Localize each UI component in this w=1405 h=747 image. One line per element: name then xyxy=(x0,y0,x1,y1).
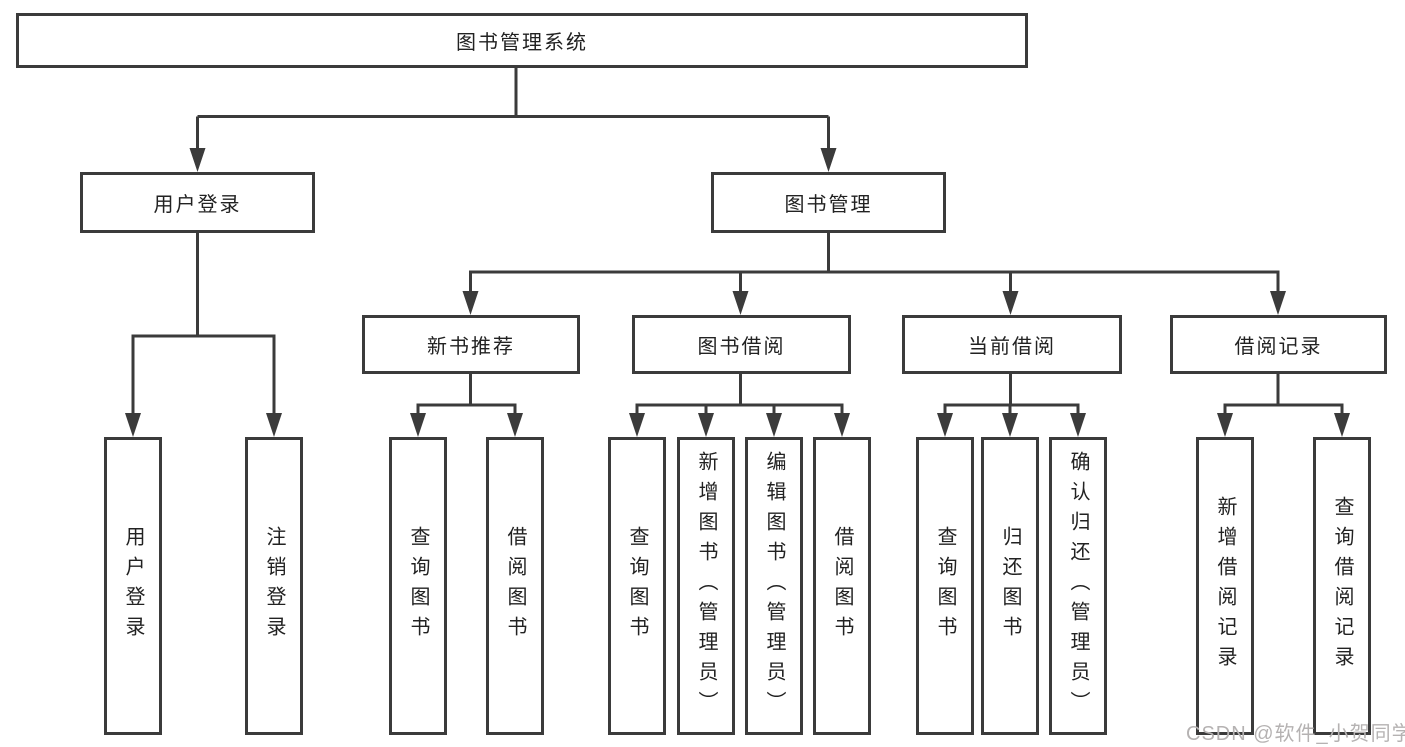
leaf-edit-books-admin: 编辑图书（管理员） xyxy=(745,437,803,735)
node-user-login: 用户登录 xyxy=(80,172,315,233)
leaf-query-books-current: 查询图书 xyxy=(916,437,974,735)
node-book-borrowing: 图书借阅 xyxy=(632,315,851,374)
leaf-add-books-admin: 新增图书（管理员） xyxy=(677,437,735,735)
leaf-user-login: 用户登录 xyxy=(104,437,162,735)
leaf-confirm-return-admin: 确认归还（管理员） xyxy=(1049,437,1107,735)
leaf-borrow-books-borrowing: 借阅图书 xyxy=(813,437,871,735)
arrowheads xyxy=(125,148,1350,437)
leaf-query-books-borrowing: 查询图书 xyxy=(608,437,666,735)
node-borrowing-records: 借阅记录 xyxy=(1170,315,1387,374)
node-library-management-system: 图书管理系统 xyxy=(16,13,1028,68)
node-new-book-recommendation: 新书推荐 xyxy=(362,315,580,374)
leaf-add-borrow-record: 新增借阅记录 xyxy=(1196,437,1254,735)
leaf-return-books: 归还图书 xyxy=(981,437,1039,735)
leaf-borrow-books-recommendation: 借阅图书 xyxy=(486,437,544,735)
leaf-logout: 注销登录 xyxy=(245,437,303,735)
leaf-query-borrow-record: 查询借阅记录 xyxy=(1313,437,1371,735)
csdn-watermark: CSDN @软件_小贺同学 xyxy=(1186,723,1405,745)
node-book-management: 图书管理 xyxy=(711,172,946,233)
node-current-borrowing: 当前借阅 xyxy=(902,315,1122,374)
leaf-query-books-recommendation: 查询图书 xyxy=(389,437,447,735)
